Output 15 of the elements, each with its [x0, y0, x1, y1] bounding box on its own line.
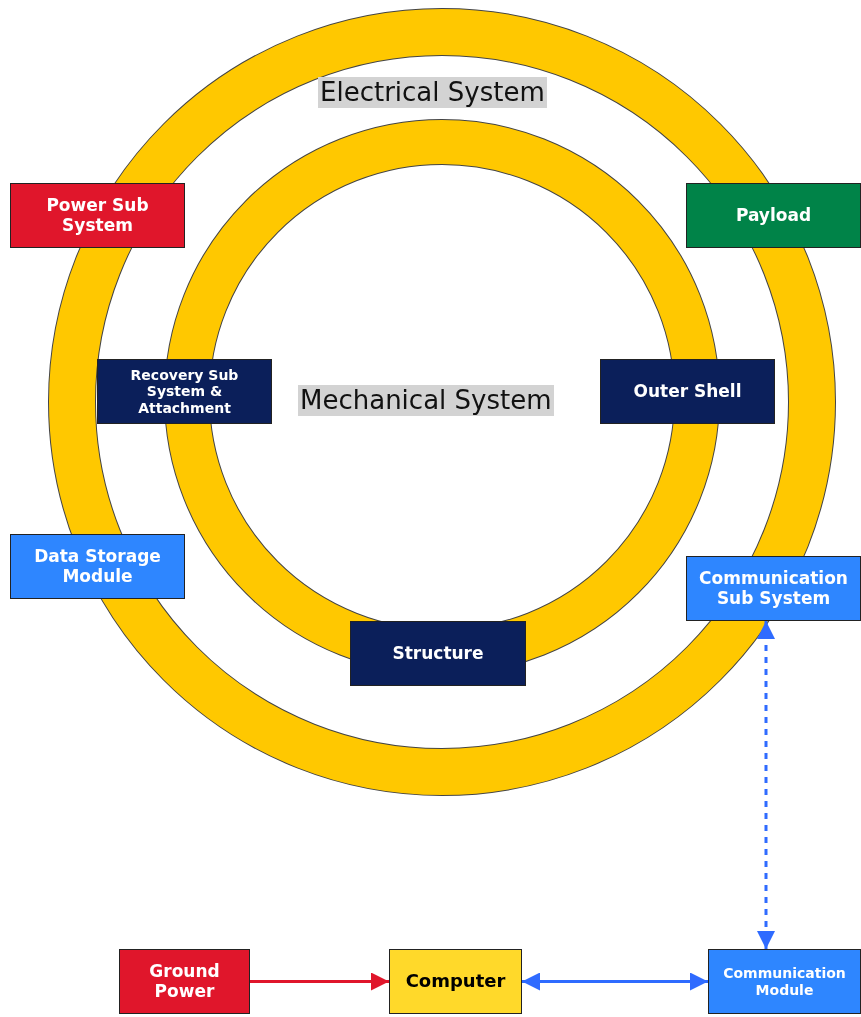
system-label: Mechanical System: [298, 385, 554, 417]
system-label: Electrical System: [318, 77, 547, 109]
system-box: Data Storage Module: [10, 534, 185, 599]
system-box: Power Sub System: [10, 183, 185, 248]
system-box: Communication Sub System: [686, 556, 861, 621]
arrow: [757, 621, 775, 949]
system-box: Recovery Sub System & Attachment: [97, 359, 272, 424]
system-box: Computer: [389, 949, 522, 1014]
system-box: Outer Shell: [600, 359, 775, 424]
arrow: [522, 972, 708, 991]
system-box: Communication Module: [708, 949, 861, 1014]
system-box: Payload: [686, 183, 861, 248]
system-box: Structure: [350, 621, 526, 686]
arrow: [250, 972, 389, 991]
system-box: Ground Power: [119, 949, 250, 1014]
